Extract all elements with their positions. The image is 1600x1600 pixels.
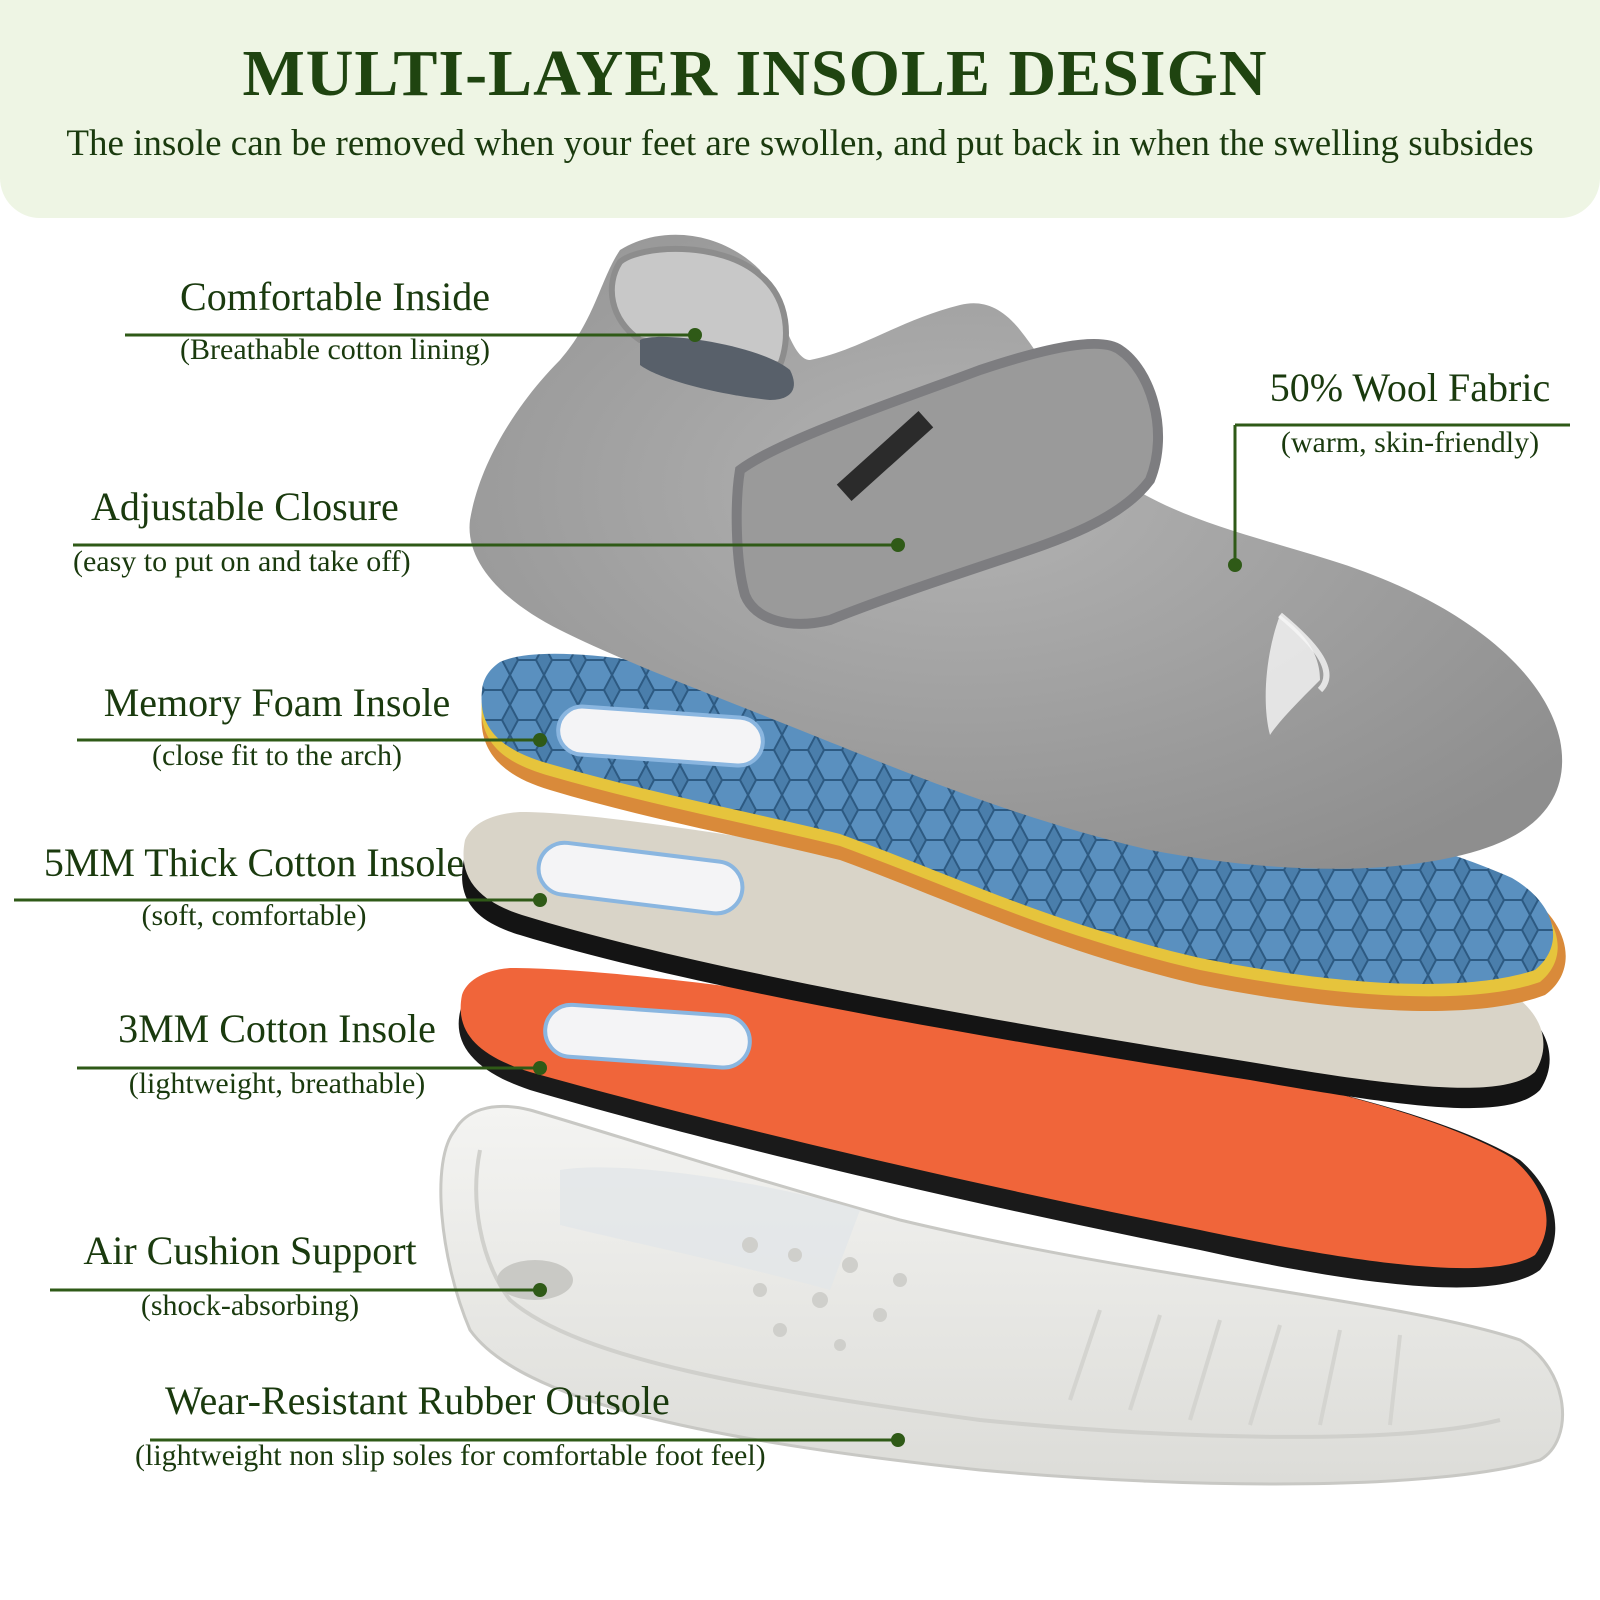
callout-subtitle: (warm, skin-friendly) [1280,426,1540,459]
cotton-insole-dot [533,1061,547,1075]
callout-adjustable-closure: Adjustable Closure (easy to put on and t… [73,484,483,580]
page-subtitle: The insole can be removed when your feet… [66,123,1534,164]
callout-wool-fabric: 50% Wool Fabric (warm, skin-friendly) [1230,365,1590,461]
callout-comfortable-inside: Comfortable Inside (Breathable cotton li… [125,274,545,368]
callout-thick-cotton-insole: 5MM Thick Cotton Insole (soft, comfortab… [14,840,494,934]
callout-subtitle: (lightweight non slip soles for comforta… [135,1439,766,1472]
callout-subtitle: (lightweight, breathable) [128,1067,426,1100]
callout-title: Air Cushion Support [83,1228,417,1273]
callout-subtitle: (soft, comfortable) [141,899,367,932]
rubber-outsole-shape [439,1105,1564,1486]
callout-subtitle: (easy to put on and take off) [73,545,411,578]
thick-cotton-dot [533,893,547,907]
header-banner [0,0,1600,218]
air-cushion-dot [533,1283,547,1297]
callout-memory-foam-insole: Memory Foam Insole (close fit to the arc… [77,680,477,774]
memory-foam-dot [533,733,547,747]
adjustable-closure-dot [891,538,905,552]
rubber-outsole-dot [891,1433,905,1447]
callout-cotton-insole: 3MM Cotton Insole (lightweight, breathab… [77,1006,477,1102]
wool-shoe-shape [469,234,1563,869]
callout-title: 3MM Cotton Insole [118,1006,436,1051]
callout-title: 5MM Thick Cotton Insole [43,840,465,885]
callout-subtitle: (shock-absorbing) [140,1289,360,1322]
callout-title: Comfortable Inside [180,274,490,319]
wool-fabric-dot [1228,558,1242,572]
callout-subtitle: (Breathable cotton lining) [180,333,490,366]
callout-title: 50% Wool Fabric [1269,365,1551,410]
callout-rubber-outsole: Wear-Resistant Rubber Outsole (lightweig… [135,1378,905,1474]
memory-foam-insole-shape [481,653,1566,1012]
wool-fabric-leader [1233,423,1570,565]
page-title: MULTI-LAYER INSOLE DESIGN [242,37,1268,110]
callout-title: Wear-Resistant Rubber Outsole [165,1378,670,1423]
comfortable-inside-dot [688,328,702,342]
callout-air-cushion: Air Cushion Support (shock-absorbing) [50,1228,450,1324]
callout-title: Memory Foam Insole [103,680,451,725]
orange-insole-shape [458,968,1556,1288]
thick-cotton-insole-shape [462,812,1550,1109]
callout-subtitle: (close fit to the arch) [152,739,402,772]
callout-title: Adjustable Closure [91,484,399,529]
